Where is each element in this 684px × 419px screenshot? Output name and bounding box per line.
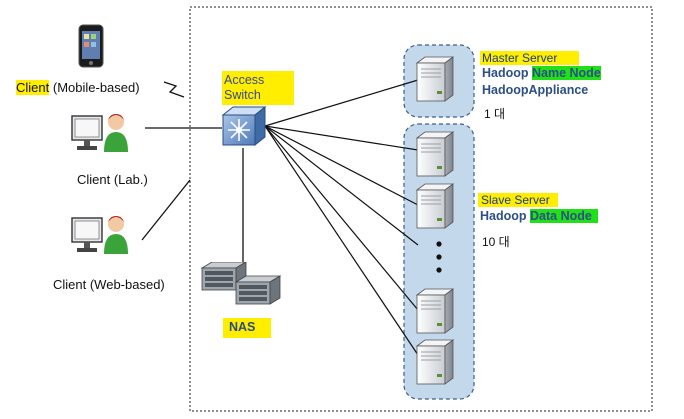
server-icon: [415, 288, 455, 334]
name-node-highlight: Name Node: [532, 66, 601, 80]
master-count: 1 대: [484, 107, 506, 121]
slave-hadoop-line: Hadoop Data Node: [480, 209, 598, 223]
client-mobile-label: Client (Mobile-based): [16, 80, 140, 95]
access-switch-line2: Switch: [224, 88, 261, 102]
client-mobile-suffix: (Mobile-based): [49, 80, 140, 95]
server-icon: [415, 183, 455, 229]
server-icon: [415, 131, 455, 177]
server-icon: [415, 339, 455, 385]
person-computer-icon: [71, 114, 128, 152]
nas-rack-icon: [200, 262, 282, 305]
network-switch-icon: [221, 105, 267, 147]
person-computer-icon: [71, 216, 128, 254]
master-hadoop-text: Hadoop: [482, 66, 532, 80]
nas-label: NAS: [223, 318, 271, 338]
client-lab-label: Client (Lab.): [77, 172, 148, 187]
client-mobile-highlight: Client: [16, 80, 50, 95]
slave-server-title: Slave Server: [478, 193, 558, 207]
slave-hadoop-text: Hadoop: [480, 209, 530, 223]
switch-to-server-links: [264, 79, 419, 356]
master-hadoop-line: Hadoop Name Node: [482, 66, 601, 80]
smartphone-icon: [78, 24, 104, 68]
slave-count: 10 대: [482, 235, 510, 249]
master-appliance-label: HadoopAppliance: [482, 83, 589, 97]
access-switch-line1: Access: [224, 73, 265, 87]
lightning-link-icon: [163, 81, 185, 98]
link-web-to-switch: [141, 179, 191, 241]
client-web-label: Client (Web-based): [53, 277, 165, 292]
system-boundary: [189, 6, 653, 412]
master-server-title: Master Server: [480, 51, 580, 65]
data-node-highlight: Data Node: [530, 209, 598, 223]
access-switch-label: Access Switch: [222, 71, 294, 105]
server-icon: [415, 56, 455, 102]
more-servers-ellipsis: [436, 241, 442, 273]
